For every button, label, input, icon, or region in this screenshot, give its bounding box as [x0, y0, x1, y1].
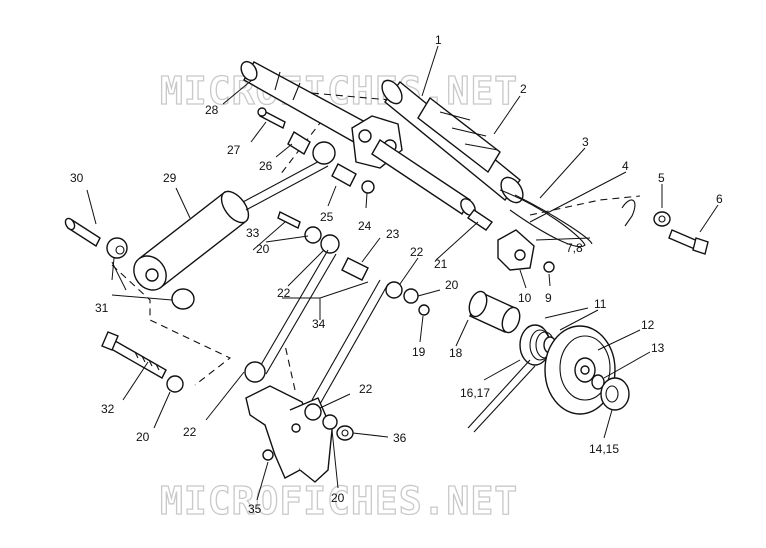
label-5: 5	[658, 171, 665, 185]
label-31: 31	[95, 301, 109, 315]
part-20-washer-left	[166, 375, 184, 393]
label-20-upper: 20	[256, 242, 270, 256]
part-31-bushing-b	[171, 288, 195, 310]
part-25-bushing	[312, 141, 357, 187]
part-23-spacer	[341, 257, 369, 281]
part-20-washer-right	[403, 288, 419, 304]
label-23: 23	[386, 227, 400, 241]
part-14-15-bearing	[600, 377, 630, 411]
part-22-bushing-right	[385, 281, 403, 299]
watermark-bottom: MICROFICHES.NET	[160, 479, 518, 523]
part-10-block	[497, 229, 535, 271]
label-9: 9	[545, 291, 552, 305]
part-24-nut	[361, 180, 375, 194]
label-20-right: 20	[445, 278, 459, 292]
label-22-right: 22	[410, 245, 424, 259]
label-1: 1	[435, 33, 442, 47]
label-34: 34	[312, 317, 326, 331]
part-22-bushing-upper	[320, 234, 340, 254]
label-19: 19	[412, 345, 426, 359]
label-22-lower: 22	[359, 382, 373, 396]
part-20-washer-upper	[304, 226, 322, 244]
label-6: 6	[716, 192, 723, 206]
label-20-left: 20	[136, 430, 150, 444]
label-2: 2	[520, 82, 527, 96]
part-22-bushing-lower	[304, 403, 322, 421]
label-22-left: 22	[183, 425, 197, 439]
part-35-lower-bracket	[245, 385, 333, 483]
part-36-nut	[336, 425, 354, 441]
part-27-bolt	[257, 107, 286, 130]
part-18-spacer	[468, 290, 521, 334]
label-32: 32	[101, 402, 115, 416]
part-labels: 1 2 3 4 5 6 7,8 9 10 11 12 13 14,15 16,1…	[70, 33, 723, 516]
label-35: 35	[248, 502, 262, 516]
label-28: 28	[205, 103, 219, 117]
part-19-nut	[418, 304, 430, 316]
part-31-bushing-a	[106, 237, 128, 259]
label-24: 24	[358, 219, 372, 233]
label-10: 10	[518, 291, 532, 305]
part-32-bolt	[101, 331, 167, 379]
part-29-shock-body	[133, 157, 329, 291]
label-20-lower: 20	[331, 491, 345, 505]
label-33: 33	[246, 226, 260, 240]
label-27: 27	[227, 143, 241, 157]
part-30-pin	[64, 217, 101, 248]
label-36: 36	[393, 431, 407, 445]
label-11: 11	[594, 297, 607, 311]
label-13: 13	[651, 341, 665, 355]
label-25: 25	[320, 210, 334, 224]
label-12: 12	[641, 318, 655, 332]
label-7-8: 7,8	[566, 241, 583, 255]
watermark-top: MICROFICHES.NET	[160, 69, 518, 113]
part-16-17-hub	[519, 324, 557, 366]
part-6-bolt	[668, 229, 709, 255]
part-33-bolt	[277, 211, 301, 229]
label-30: 30	[70, 171, 84, 185]
part-26-bushing	[287, 130, 311, 156]
label-3: 3	[582, 135, 589, 149]
label-22-upper: 22	[277, 286, 291, 300]
part-20-washer-lower	[322, 414, 338, 430]
label-16-17: 16,17	[460, 386, 490, 400]
label-29: 29	[163, 171, 177, 185]
leader-lines	[86, 45, 719, 501]
part-34-link-rods	[244, 249, 389, 405]
part-11-rod	[467, 307, 589, 433]
label-26: 26	[259, 159, 273, 173]
label-18: 18	[449, 346, 463, 360]
part-13-washer	[591, 374, 605, 390]
label-14-15: 14,15	[589, 442, 619, 456]
part-21-cross-shaft	[371, 139, 494, 231]
part-3-4-spring-hook	[499, 189, 636, 247]
part-9-washer	[543, 261, 555, 273]
part-5-nut	[653, 211, 671, 227]
part-12-wheel	[544, 325, 616, 415]
label-4: 4	[622, 159, 629, 173]
part-1-2-main-rail	[381, 79, 524, 204]
label-21: 21	[434, 257, 448, 271]
